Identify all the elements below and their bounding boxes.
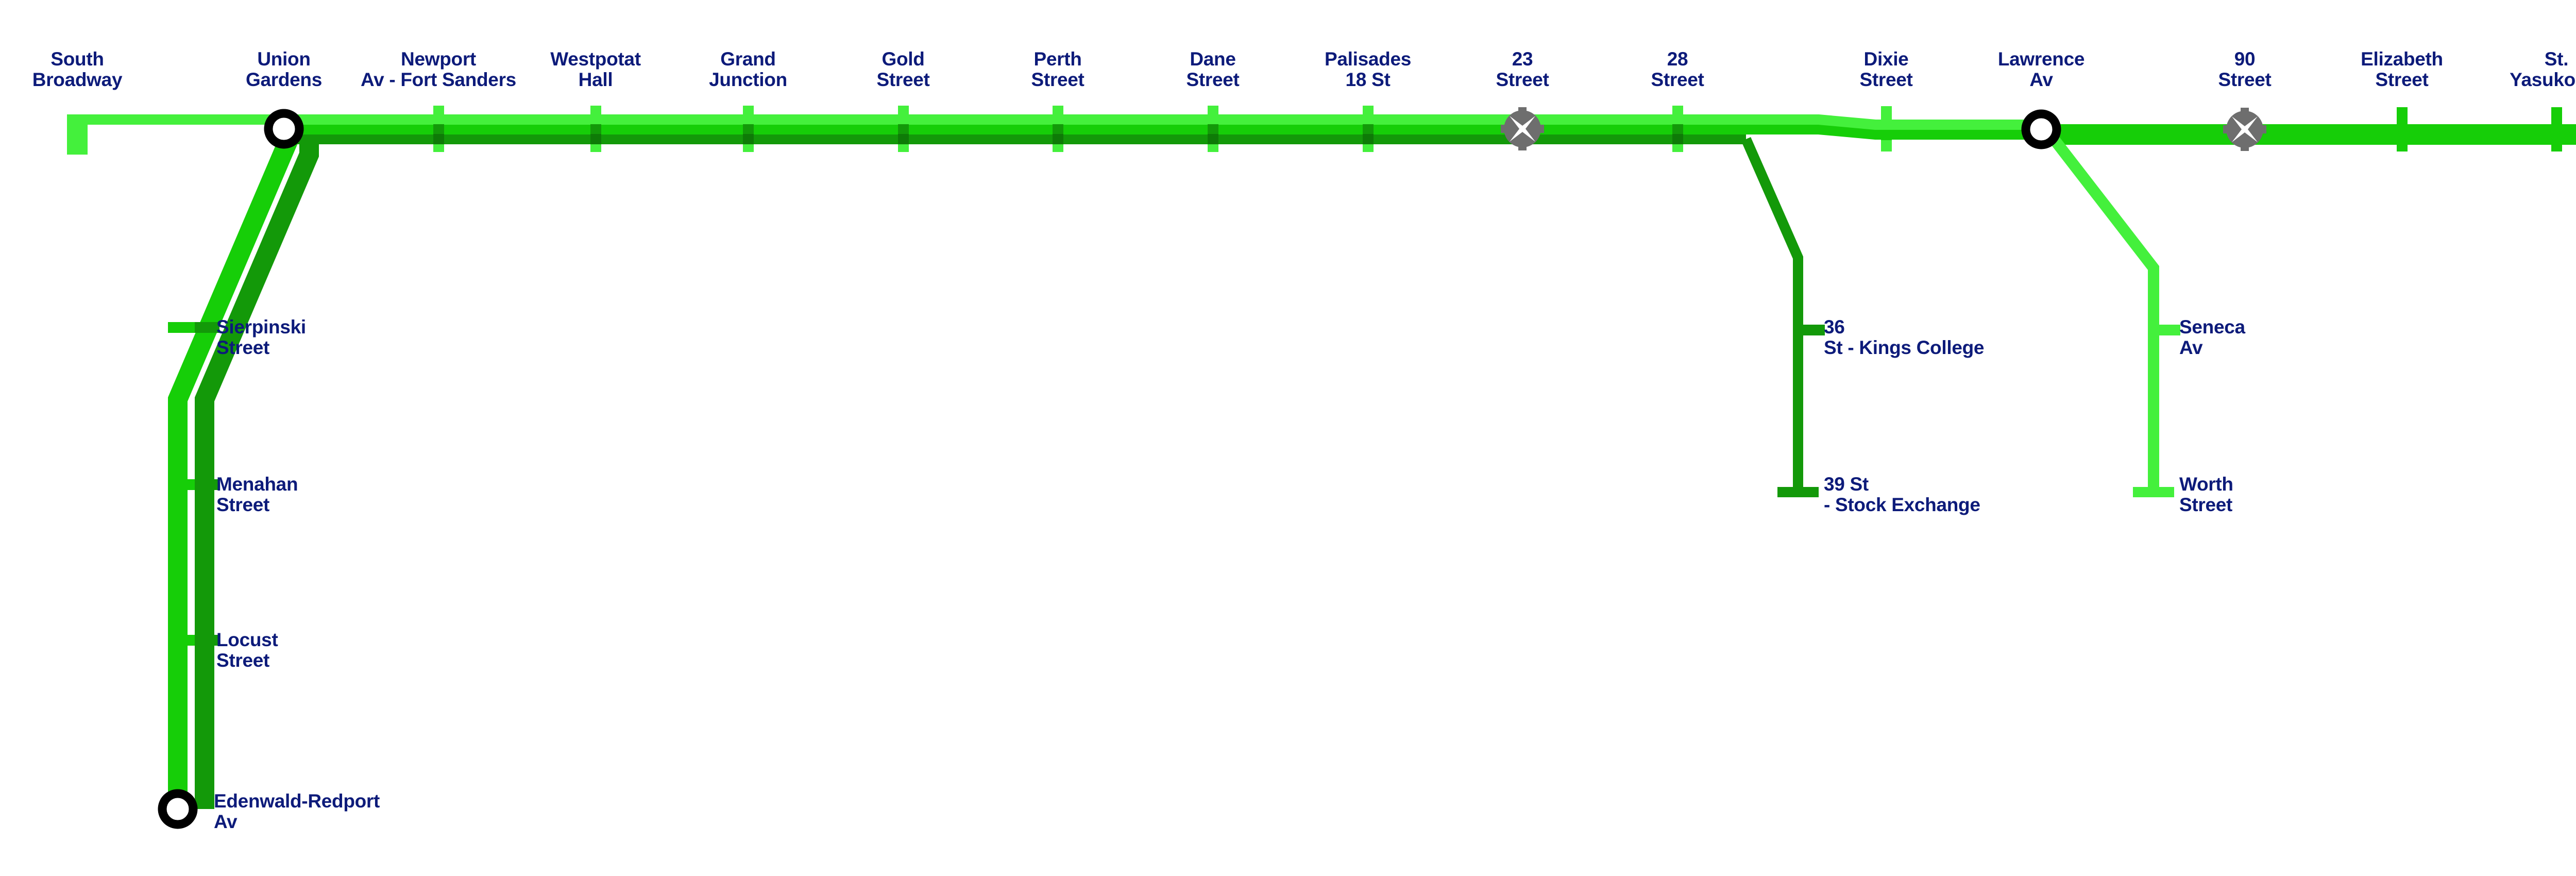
station-tick-elizabeth-street xyxy=(2397,107,2408,151)
station-marker-23-street[interactable] xyxy=(1501,107,1544,150)
trunk-station-ticks xyxy=(433,106,2562,152)
station-marker-union-gardens[interactable] xyxy=(264,109,304,149)
station-label-39-st-stock-exchange: 39 St- Stock Exchange xyxy=(1824,474,1980,515)
station-marker-90-street[interactable] xyxy=(2223,108,2266,151)
station-tick-st-yasuko-av xyxy=(2551,107,2562,151)
station-label-st-yasuko-av: St.Yasuko Av xyxy=(2510,48,2576,90)
mid-green-line-track xyxy=(168,124,2576,809)
station-marker-edenwald-redport-av[interactable] xyxy=(158,789,198,829)
light-green-line-track xyxy=(67,114,2174,497)
dark-green-line-track xyxy=(195,134,1819,809)
station-tick-seneca-av xyxy=(2148,325,2180,335)
station-tick-36-st-kings-college xyxy=(1793,325,1825,335)
station-marker-lawrence-av[interactable] xyxy=(2021,109,2061,149)
branch-station-ticks xyxy=(168,322,2180,646)
station-tick-dixie-street xyxy=(1881,106,1892,151)
